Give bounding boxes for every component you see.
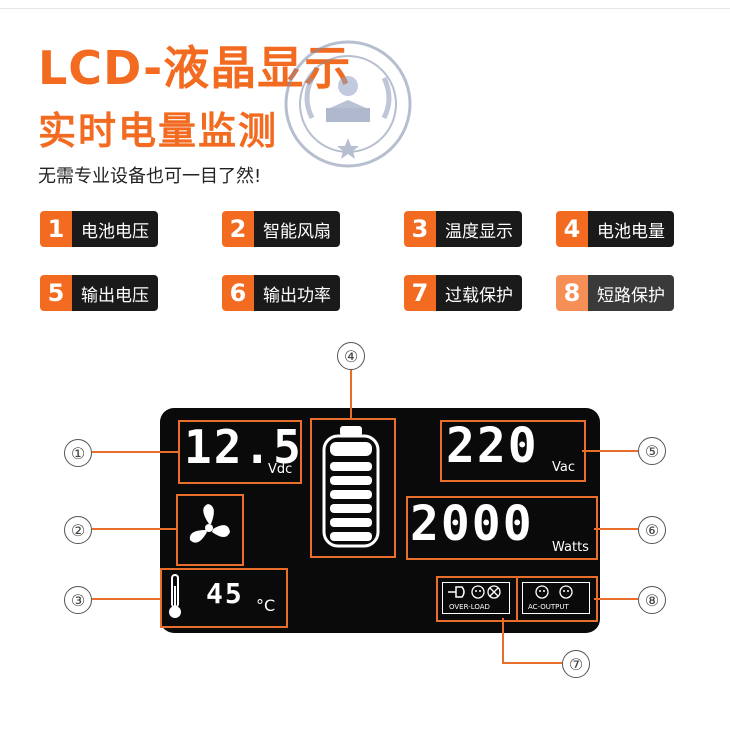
temperature-box (160, 568, 288, 628)
leader-line-6 (594, 528, 638, 530)
feature-badge-5: 5 输出电压 (40, 275, 158, 311)
battery-box (310, 418, 396, 558)
battery-voltage-box (178, 420, 302, 484)
feature-label: 过载保护 (436, 275, 522, 311)
feature-number: 7 (404, 275, 436, 311)
feature-number: 5 (40, 275, 72, 311)
feature-label: 电池电量 (588, 211, 674, 247)
ac-output-label: AC-OUTPUT (528, 603, 569, 611)
feature-badge-4: 4 电池电量 (556, 211, 674, 247)
thermometer-icon (169, 574, 181, 618)
plug-icon (448, 585, 501, 599)
leader-line-7b (502, 662, 562, 664)
feature-label: 短路保护 (588, 275, 674, 311)
feature-label: 智能风扇 (254, 211, 340, 247)
top-divider (0, 8, 730, 9)
callout-3: ③ (64, 586, 92, 614)
feature-number: 1 (40, 211, 72, 247)
leader-line-1 (92, 451, 178, 453)
fan-box (176, 494, 244, 566)
battery-voltage-unit: Vdc (268, 462, 293, 477)
ac-output-indicator (522, 582, 590, 614)
leader-line-8 (594, 598, 638, 600)
callout-2: ② (64, 516, 92, 544)
feature-label: 电池电压 (72, 211, 158, 247)
leader-line-5 (582, 450, 638, 452)
feature-label: 输出功率 (254, 275, 340, 311)
overload-label: OVER-LOAD (449, 603, 490, 611)
leader-line-3 (92, 598, 160, 600)
feature-label: 输出电压 (72, 275, 158, 311)
output-voltage-value: 220 (446, 418, 539, 474)
callout-8: ⑧ (638, 586, 666, 614)
feature-number: 2 (222, 211, 254, 247)
fan-icon (189, 504, 230, 543)
leader-line-2 (92, 528, 176, 530)
callout-5: ⑤ (638, 437, 666, 465)
callout-6: ⑥ (638, 516, 666, 544)
output-voltage-unit: Vac (552, 460, 575, 475)
page-tagline: 无需专业设备也可一目了然! (38, 166, 262, 187)
temperature-value: 45 (206, 577, 244, 610)
callout-7: ⑦ (562, 650, 590, 678)
feature-badge-7: 7 过载保护 (404, 275, 522, 311)
leader-line-7a (502, 618, 504, 664)
leader-line-4 (350, 370, 352, 418)
feature-label: 温度显示 (436, 211, 522, 247)
callout-4: ④ (337, 342, 365, 370)
watermark-seal-icon (284, 40, 412, 168)
feature-number: 8 (556, 275, 588, 311)
feature-number: 3 (404, 211, 436, 247)
temperature-unit: °C (256, 596, 276, 615)
feature-number: 6 (222, 275, 254, 311)
feature-number: 4 (556, 211, 588, 247)
feature-badge-6: 6 输出功率 (222, 275, 340, 311)
socket-icon (535, 585, 573, 599)
feature-badge-3: 3 温度显示 (404, 211, 522, 247)
feature-badge-1: 1 电池电压 (40, 211, 158, 247)
page-subtitle-heading: 实时电量监测 (38, 109, 279, 153)
feature-badge-8: 8 短路保护 (556, 275, 674, 311)
output-power-unit: Watts (552, 540, 589, 555)
callout-1: ① (64, 439, 92, 467)
feature-badge-2: 2 智能风扇 (222, 211, 340, 247)
battery-voltage-value: 12.5 (184, 420, 303, 474)
battery-icon (322, 426, 380, 548)
output-power-value: 2000 (410, 496, 534, 552)
